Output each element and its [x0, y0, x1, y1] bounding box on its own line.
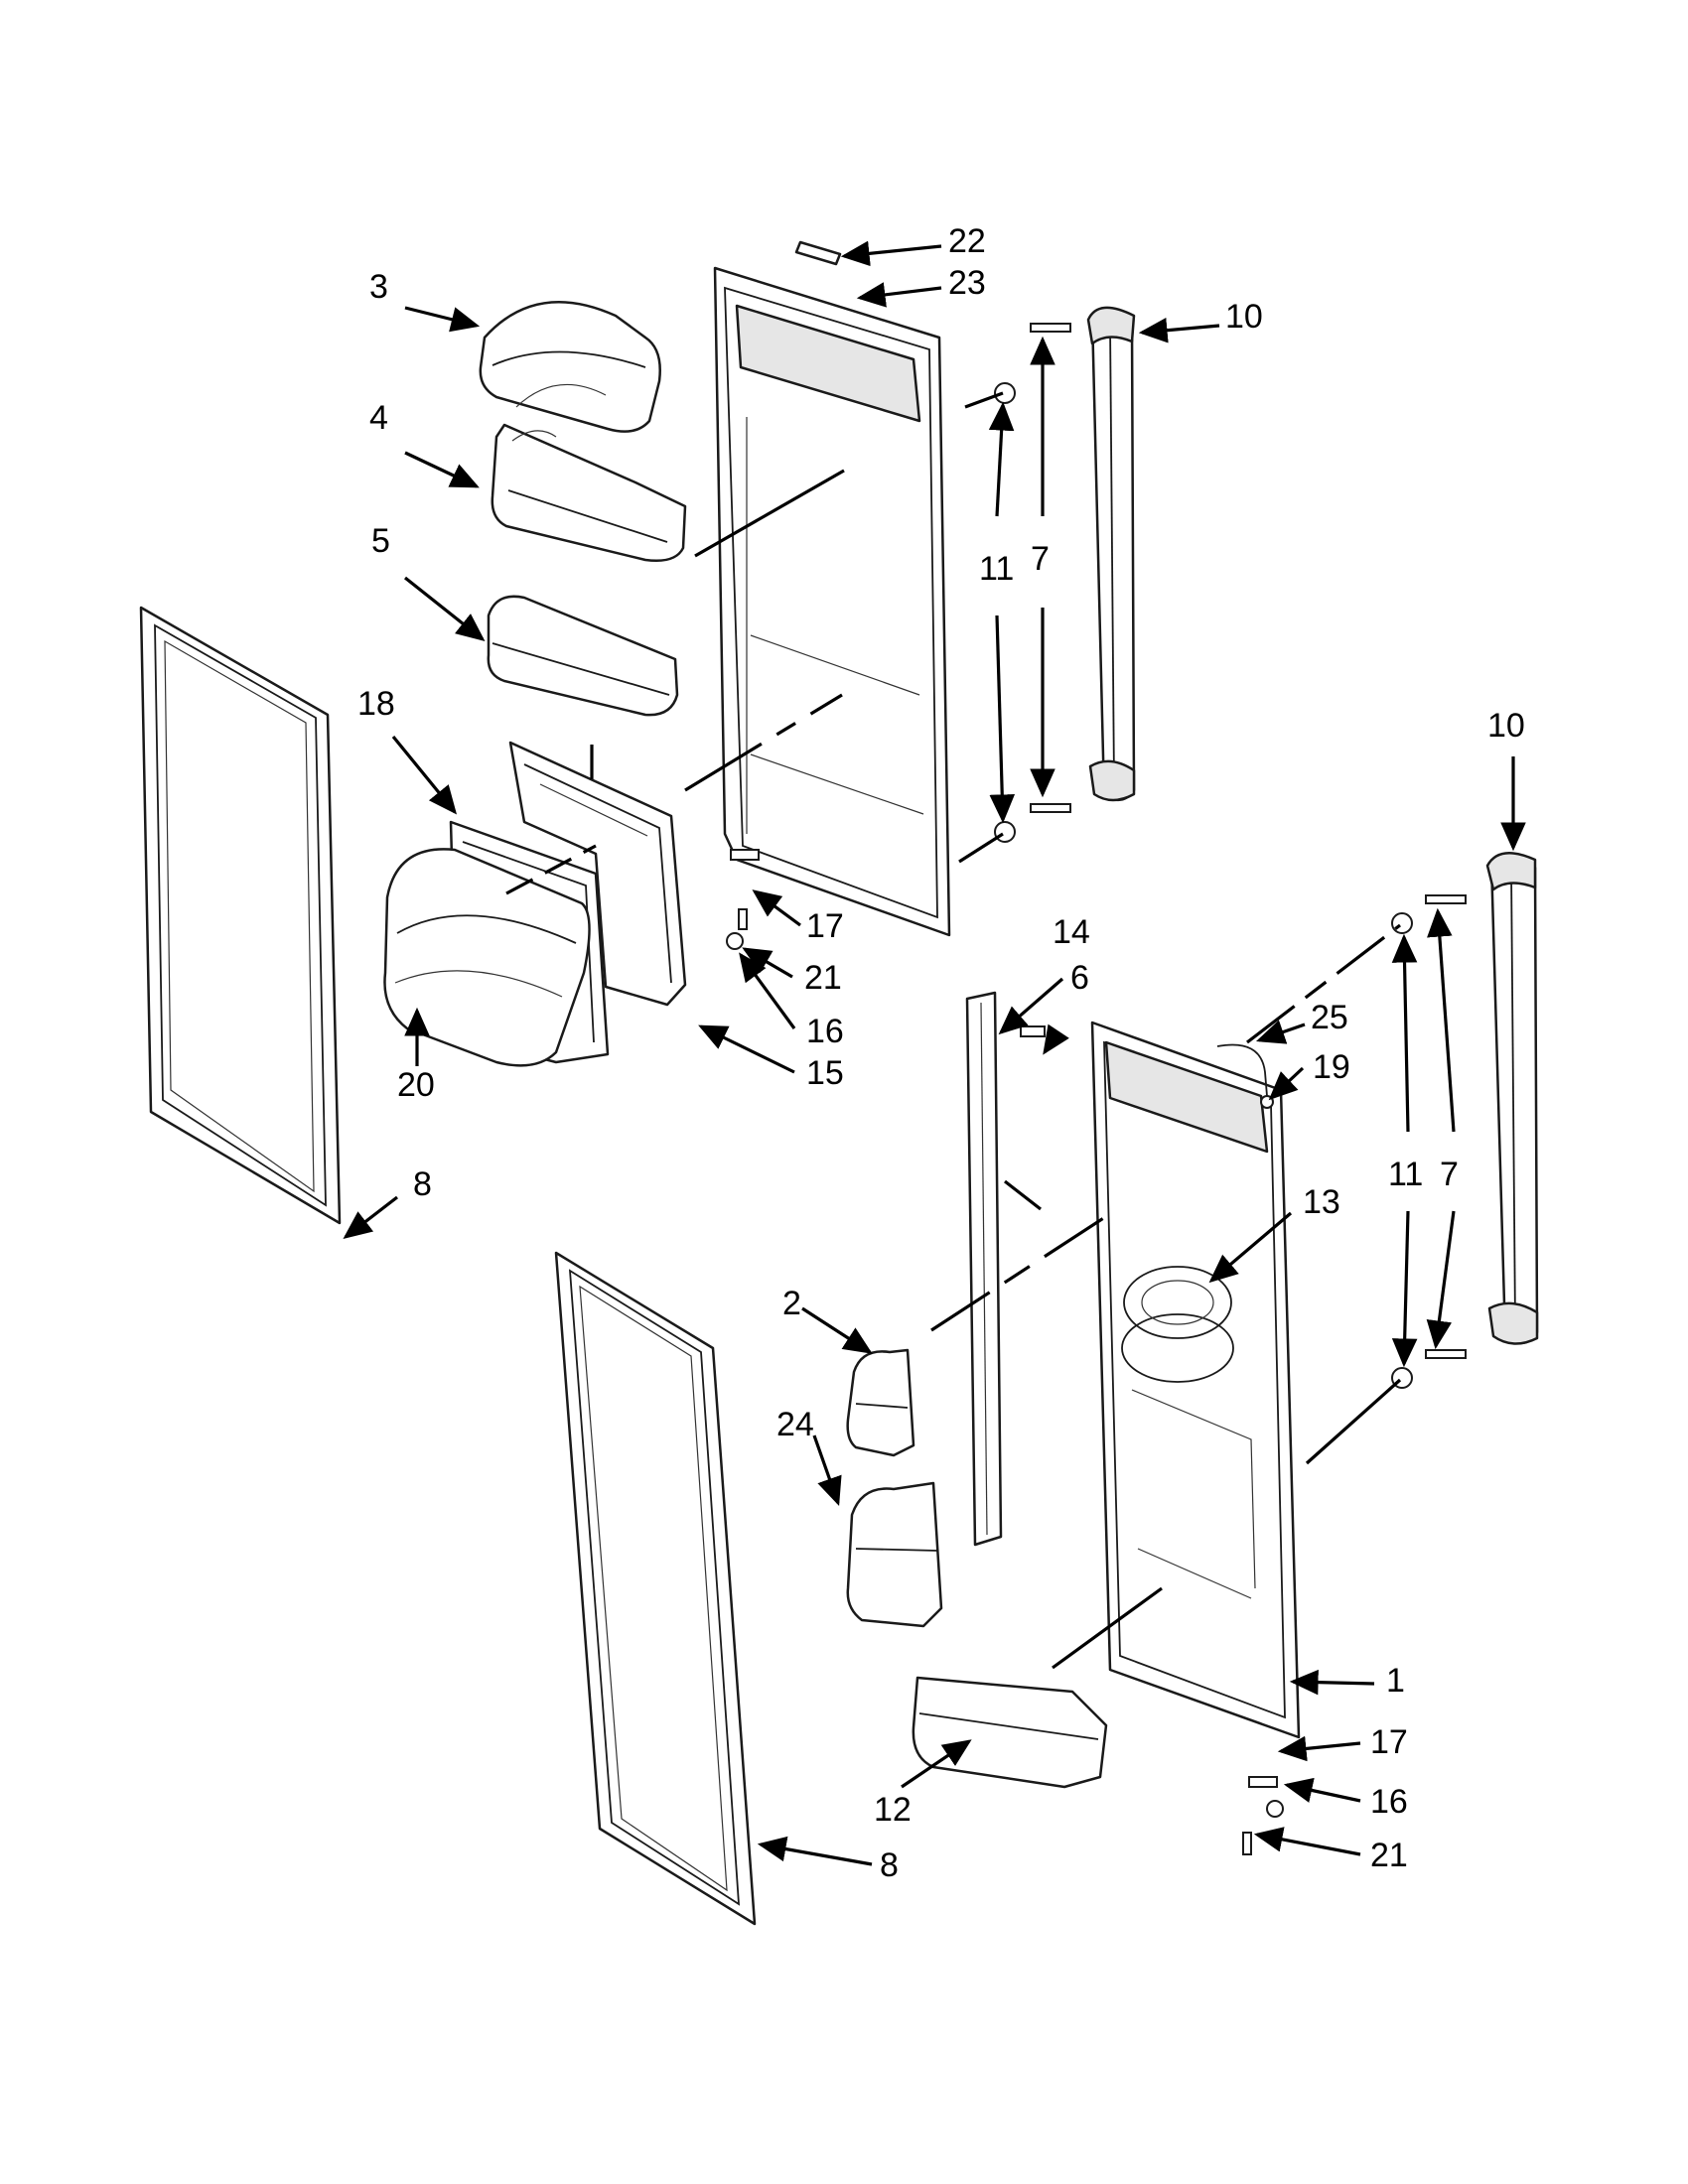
callout-14: 14 — [1053, 913, 1090, 951]
callout-18: 18 — [357, 685, 395, 723]
lower-door-bin — [912, 1676, 1108, 1789]
door-handle-lower — [1485, 852, 1539, 1345]
callout-11-lower: 11 — [1388, 1156, 1423, 1193]
bin-cover — [479, 300, 661, 433]
left-door-liner — [713, 266, 951, 937]
callout-12: 12 — [874, 1791, 912, 1829]
callout-24: 24 — [776, 1406, 814, 1443]
callout-16-upper: 16 — [806, 1013, 844, 1050]
callout-23: 23 — [948, 264, 986, 302]
callout-11-upper: 11 — [979, 550, 1014, 588]
door-gasket-right — [554, 1251, 757, 1926]
callout-21-upper: 21 — [804, 959, 842, 997]
callout-10-lower: 10 — [1487, 707, 1525, 745]
upper-door-bin — [491, 423, 687, 562]
upper-handle-mounting-hardware — [994, 323, 1071, 843]
ice-bin-front-cover — [383, 848, 591, 1067]
callout-8-upper: 8 — [413, 1165, 432, 1203]
ice-compartment-housing — [508, 741, 687, 1007]
callout-7-upper: 7 — [1031, 540, 1050, 578]
misc-hardware — [726, 849, 1284, 1855]
callout-25: 25 — [1311, 999, 1348, 1036]
callout-17-lower: 17 — [1370, 1723, 1408, 1761]
door-handle-upper — [1086, 306, 1136, 802]
callout-17-upper: 17 — [806, 907, 844, 945]
lower-handle-mounting-hardware — [1391, 894, 1467, 1389]
callout-19: 19 — [1313, 1048, 1350, 1086]
dispenser-ring — [1141, 1280, 1214, 1325]
hinge-trim-strip — [965, 991, 1003, 1547]
tall-door-bin — [846, 1481, 943, 1628]
callout-2: 2 — [782, 1285, 801, 1322]
middle-door-bin — [487, 595, 679, 717]
callout-labels: 22 23 3 10 4 11 7 5 18 10 17 21 14 6 16 … — [357, 222, 1525, 1884]
small-door-bin — [846, 1348, 915, 1457]
callout-6: 6 — [1070, 959, 1089, 997]
callout-4: 4 — [369, 399, 388, 437]
callout-10-upper: 10 — [1225, 298, 1263, 336]
callout-7-lower: 7 — [1440, 1156, 1459, 1193]
right-door-liner — [1090, 1021, 1301, 1739]
callout-15: 15 — [806, 1054, 844, 1092]
leader-arrows — [343, 240, 1526, 1866]
callout-3: 3 — [369, 268, 388, 306]
callout-1: 1 — [1386, 1662, 1405, 1700]
callout-8-lower: 8 — [880, 1846, 899, 1884]
callout-13: 13 — [1303, 1183, 1340, 1221]
door-label — [794, 240, 842, 266]
door-gasket-left — [139, 606, 342, 1225]
callout-21-lower: 21 — [1370, 1837, 1408, 1874]
callout-20: 20 — [397, 1066, 435, 1104]
callout-5: 5 — [371, 522, 390, 560]
callout-16-lower: 16 — [1370, 1783, 1408, 1821]
callout-22: 22 — [948, 222, 986, 260]
